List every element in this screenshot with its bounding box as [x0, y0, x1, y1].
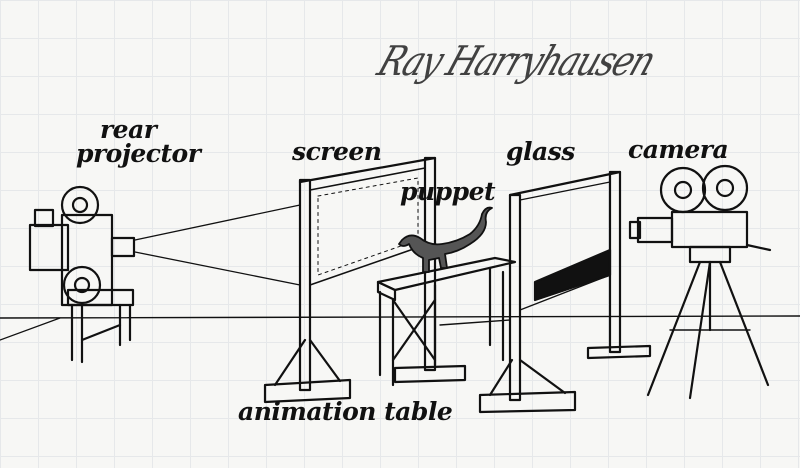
camera-drawing: [628, 164, 772, 400]
label-projector: projector: [76, 139, 201, 168]
floor-line: [0, 315, 800, 319]
label-camera: camera: [628, 135, 729, 164]
animation-table-drawing: [376, 256, 517, 387]
label-glass: glass: [506, 137, 575, 166]
rear-projector-drawing: [28, 185, 136, 364]
screen-frame-drawing: [263, 156, 467, 404]
label-animation-table: animation table: [238, 397, 453, 426]
glass-frame-drawing: [478, 170, 652, 414]
signature: Ray Harryhausen: [371, 38, 661, 86]
floor-perspective-line: [0, 317, 61, 341]
label-rear: rear: [100, 115, 157, 144]
projection-beams: [134, 204, 301, 286]
label-puppet: puppet: [400, 177, 496, 206]
label-screen: screen: [292, 137, 382, 166]
puppet-dinosaur-drawing: [398, 206, 493, 273]
